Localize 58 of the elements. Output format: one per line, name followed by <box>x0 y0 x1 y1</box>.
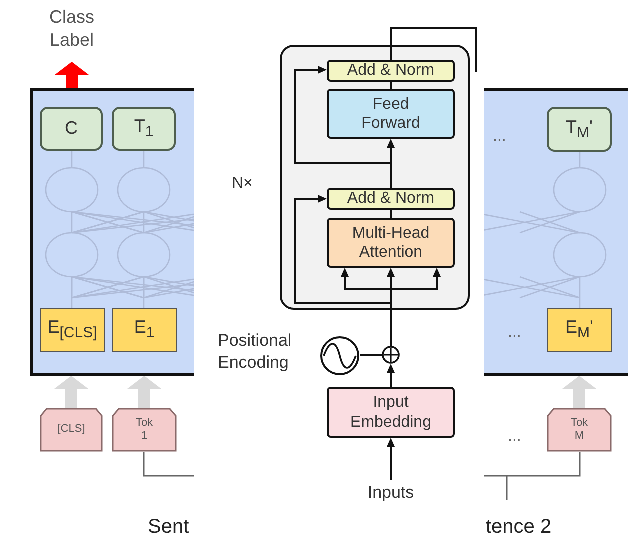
model-panel <box>30 88 194 376</box>
box-label: Feed Forward <box>360 94 422 134</box>
sine-wave-circle <box>320 336 360 376</box>
block-arrow <box>562 376 596 408</box>
input-embedding-box <box>327 387 455 438</box>
arrow <box>294 195 391 304</box>
ellipsis-label: ... <box>508 428 522 446</box>
embedding-box <box>40 308 105 352</box>
output-token-box <box>112 107 176 151</box>
arrow <box>294 66 391 164</box>
connector-line <box>360 354 382 356</box>
sum-circle <box>382 346 400 364</box>
block-arrow <box>55 62 89 88</box>
box-label: E$_{M}$' <box>566 317 594 343</box>
input-token-box <box>112 408 177 452</box>
block-arrow <box>128 376 162 408</box>
box-label: T$_{M}$' <box>566 116 593 142</box>
embedding-box <box>112 308 177 352</box>
add-norm-box <box>327 188 455 210</box>
input-token-box <box>40 408 103 452</box>
arrow <box>391 268 441 290</box>
box-label: Add & Norm <box>347 61 435 81</box>
attention-box <box>327 218 455 268</box>
sentence-label: Sent <box>148 516 190 539</box>
feed-forward-box <box>327 89 455 139</box>
ellipsis-label: ... <box>493 128 506 146</box>
arrow <box>387 139 395 188</box>
box-label: [CLS] <box>58 423 86 437</box>
output-token-box <box>547 107 612 152</box>
connector-line <box>390 27 477 72</box>
encoder-block <box>280 45 470 310</box>
box-label: E$_{1}$ <box>134 317 155 343</box>
box-label: T$_{1}$ <box>134 116 154 142</box>
add-norm-box <box>327 60 455 82</box>
sentence-label: tence 2 <box>486 516 552 539</box>
arrow <box>387 268 395 346</box>
arrow <box>387 438 395 480</box>
box-label: Add & Norm <box>347 189 435 209</box>
ellipsis-label: ... <box>508 324 522 342</box>
class-label: Class Label <box>32 6 112 62</box>
side-label: N× <box>232 174 254 194</box>
model-panel <box>484 88 628 376</box>
block-arrow <box>54 376 88 408</box>
side-label: Positional Encoding <box>218 330 293 374</box>
arrow <box>341 268 391 290</box>
box-label: Tok 1 <box>136 416 154 444</box>
embedding-box <box>547 308 612 352</box>
arrow <box>387 364 395 387</box>
connector-line <box>390 210 392 218</box>
connector-line <box>390 82 392 89</box>
box-label: Multi-Head Attention <box>351 224 431 262</box>
inputs-label: Inputs <box>355 480 427 506</box>
input-token-box <box>547 408 612 452</box>
box-label: Tok M <box>570 416 588 444</box>
box-label: Input Embedding <box>350 393 432 432</box>
box-label: C <box>65 118 78 140</box>
output-token-box <box>40 107 103 151</box>
box-label: E$_{[CLS]}$ <box>48 317 98 343</box>
